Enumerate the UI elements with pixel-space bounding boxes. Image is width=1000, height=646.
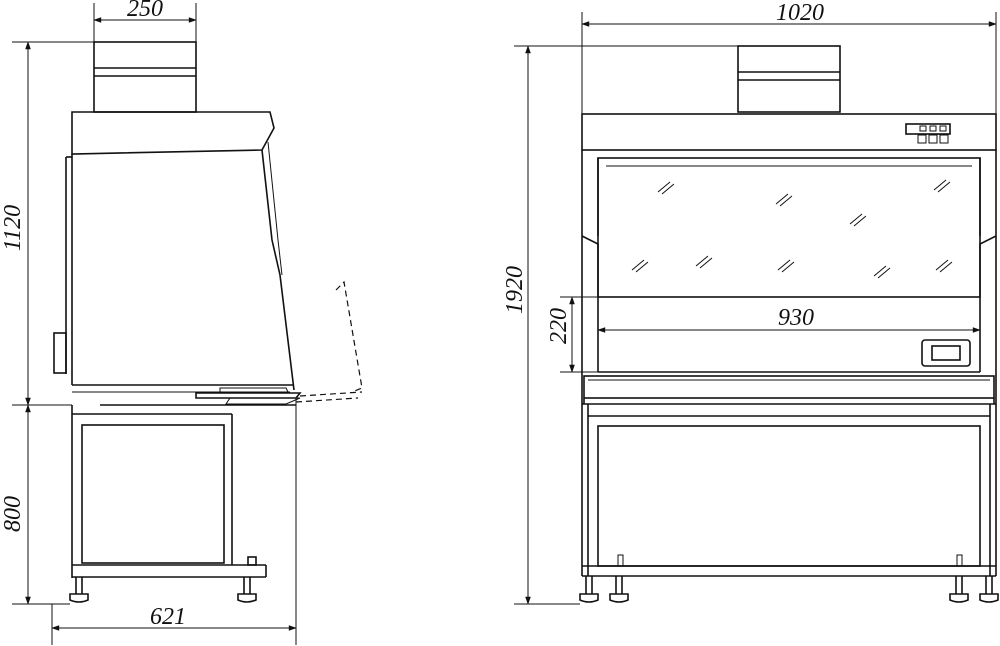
front-feet <box>579 576 999 603</box>
side-work-tray <box>100 387 302 406</box>
side-feet <box>69 577 257 603</box>
front-work-opening <box>582 371 996 405</box>
side-cabinet-top <box>71 111 275 155</box>
side-service-panel <box>53 332 67 374</box>
front-sash-handle[interactable] <box>921 339 971 367</box>
dim-label-duct-width: 250 <box>127 0 163 22</box>
dim-label-opening-height: 220 <box>546 308 572 344</box>
dim-label-upper-height: 1120 <box>0 205 26 251</box>
dim-label-overall-height: 1920 <box>502 266 528 314</box>
side-sash-dashed <box>295 280 363 403</box>
dim-label-overall-width: 1020 <box>776 0 824 26</box>
front-control-panel[interactable] <box>905 123 951 144</box>
glass-reflection-marks <box>631 179 953 279</box>
dim-label-depth: 621 <box>150 604 186 630</box>
dim-label-stand-height: 800 <box>0 496 26 532</box>
side-extension-lines <box>12 3 297 645</box>
side-exhaust-duct <box>93 41 197 113</box>
front-view: 1020 1920 220 930 <box>502 0 999 605</box>
front-extension-lines <box>514 12 997 605</box>
side-stand <box>71 405 267 578</box>
front-stand <box>581 404 997 577</box>
front-exhaust-duct <box>737 45 841 113</box>
side-cabinet-body <box>65 141 295 393</box>
dim-label-inner-width: 930 <box>778 305 814 331</box>
front-glass-sash[interactable] <box>597 157 981 298</box>
front-cabinet-top <box>581 113 997 151</box>
side-view: 250 1120 800 621 <box>0 0 363 645</box>
